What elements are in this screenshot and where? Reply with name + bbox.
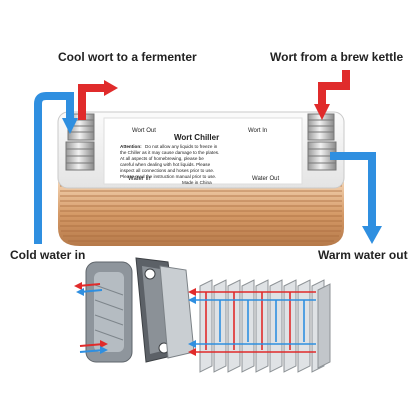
port-water-in — [66, 142, 94, 170]
plate-attention-lead: Attention: — [120, 144, 142, 149]
plate-wort-out-text: Wort Out — [132, 128, 156, 134]
plate-attention-line: careful when dealing with hot liquids. P… — [120, 162, 211, 167]
plate-water-out-text: Water Out — [252, 176, 279, 182]
plate-title: Wort Chiller — [174, 133, 219, 142]
flow-path-schematic — [188, 280, 330, 372]
label-wort-from-kettle: Wort from a brew kettle — [270, 50, 403, 64]
exploded-plates-illustration — [74, 258, 194, 362]
plate-water-in-text: Water In — [128, 176, 150, 182]
plate-attention-line: Do not allow any liquids to freeze in — [145, 144, 218, 149]
plate-attention-line: inspect all connections and hoses prior … — [120, 168, 214, 173]
plate-made-in: Made in China — [182, 180, 212, 185]
label-cool-wort: Cool wort to a fermenter — [58, 50, 197, 64]
plate-attention-line: At all aspects of homebrewing, please be — [120, 156, 204, 161]
copper-plate-stack — [58, 182, 344, 246]
label-warm-water-out: Warm water out — [318, 248, 408, 262]
plate-wort-in-text: Wort In — [248, 128, 267, 134]
label-cold-water-in: Cold water in — [10, 248, 85, 262]
plate-attention-line: the Chiller as it may cause damage to th… — [120, 150, 219, 155]
